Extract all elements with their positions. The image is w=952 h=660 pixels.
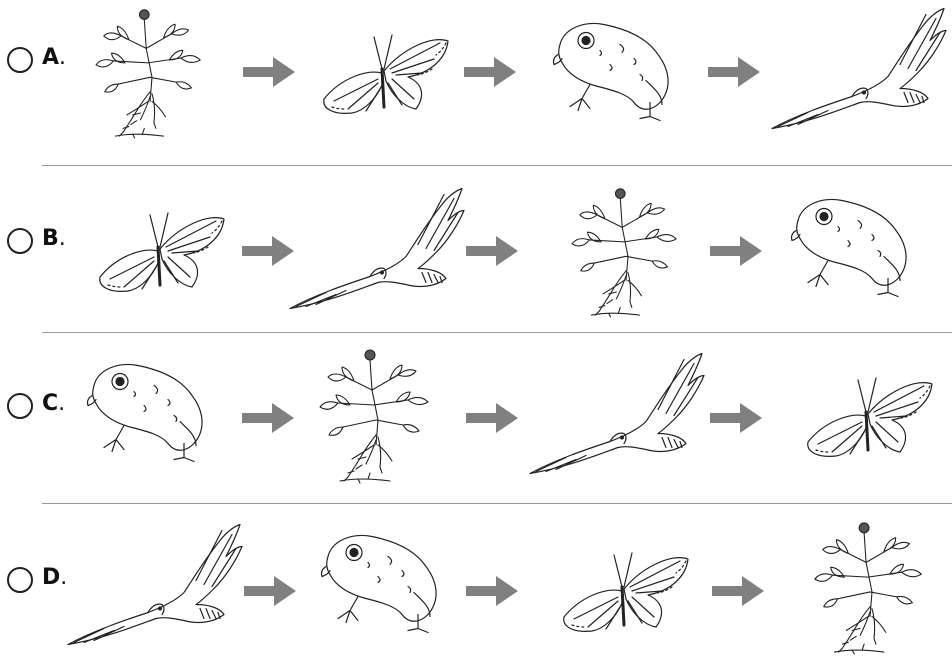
arrow-icon	[710, 234, 762, 268]
butterfly-image	[88, 206, 228, 298]
hawk-image	[526, 347, 706, 482]
hawk-image	[286, 182, 466, 317]
plant-image	[812, 518, 932, 656]
arrow-icon	[242, 401, 294, 435]
arrow-icon	[244, 574, 296, 608]
frog-image	[84, 353, 214, 468]
option-d-row: D.	[0, 504, 952, 660]
option-c-row: C.	[0, 333, 952, 503]
butterfly-image	[796, 371, 936, 463]
butterfly-image	[552, 546, 692, 638]
plant-image	[92, 5, 212, 140]
frog-image	[788, 188, 918, 303]
option-b-row: B.	[0, 166, 952, 332]
arrow-icon	[710, 401, 762, 435]
option-a-row: A.	[0, 0, 952, 165]
butterfly-image	[312, 28, 452, 120]
hawk-image	[768, 2, 948, 137]
arrow-icon	[708, 55, 760, 89]
frog-image	[318, 524, 448, 639]
option-c-label: C.	[42, 391, 65, 416]
arrow-icon	[466, 401, 518, 435]
option-b-radio[interactable]	[7, 228, 33, 254]
frog-image	[550, 12, 680, 127]
option-a-radio[interactable]	[7, 47, 33, 73]
hawk-image	[64, 518, 244, 653]
arrow-icon	[466, 234, 518, 268]
option-b-label: B.	[42, 226, 66, 251]
arrow-icon	[464, 55, 516, 89]
plant-image	[568, 184, 688, 319]
arrow-icon	[466, 574, 518, 608]
arrow-icon	[712, 574, 764, 608]
plant-image	[318, 345, 438, 485]
option-a-label: A.	[42, 45, 66, 70]
option-c-radio[interactable]	[7, 393, 33, 419]
option-d-radio[interactable]	[7, 567, 33, 593]
arrow-icon	[243, 55, 295, 89]
